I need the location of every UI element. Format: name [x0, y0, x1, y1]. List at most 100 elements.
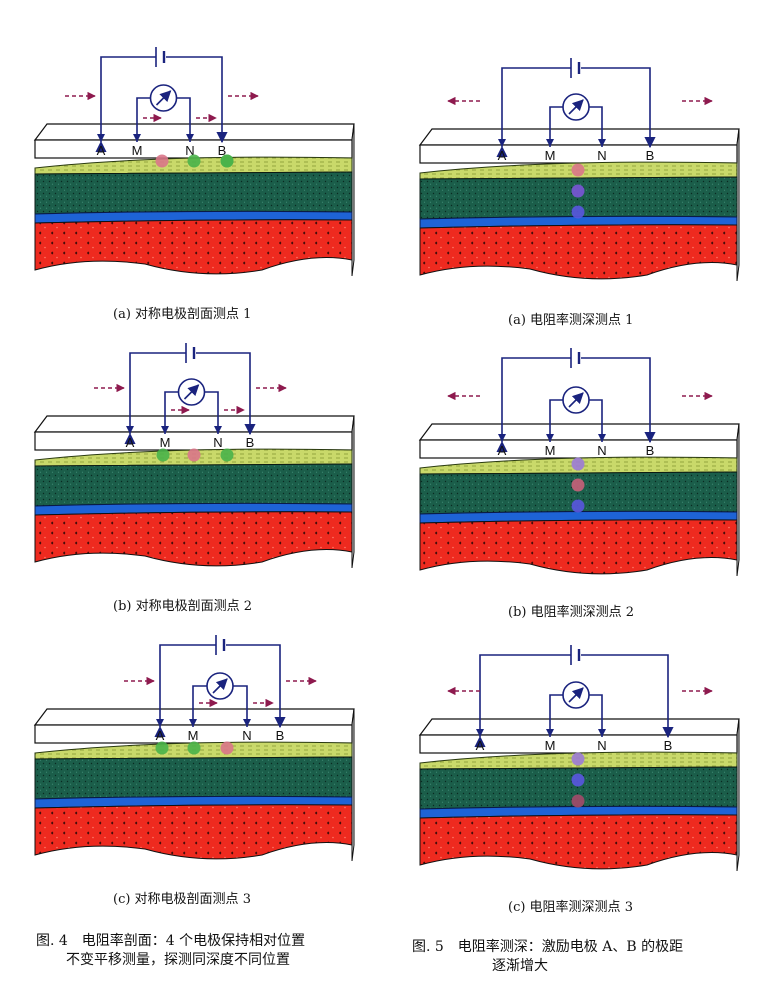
- electrode-M-arrow: [546, 434, 554, 442]
- meter-needle: [568, 687, 584, 703]
- electrode-N-arrow: [598, 434, 606, 442]
- wire-B: [581, 654, 674, 739]
- figure-caption-4: 图. 4 电阻率剖面：4 个电极保持相对位置 不变平移测量，探测同深度不同位置: [36, 932, 376, 970]
- soil-layer-red: [34, 804, 353, 860]
- electrode-N-arrow: [243, 719, 251, 727]
- measurement-point: [571, 457, 585, 471]
- wire-M: [549, 106, 563, 147]
- surface-strip: [419, 439, 738, 459]
- wire-N: [176, 97, 191, 142]
- measurement-point: [571, 205, 585, 219]
- surface-strip: [34, 431, 353, 451]
- wire-M: [192, 685, 207, 727]
- electrode-label-A: A: [498, 148, 507, 163]
- caption-left-b: (b) 对称电极剖面测点 2: [113, 599, 253, 614]
- surface-strip: [419, 144, 738, 164]
- electrode-label-B: B: [276, 728, 285, 743]
- wire-B: [166, 56, 228, 144]
- caption-left-c: (c) 对称电极剖面测点 3: [113, 892, 251, 907]
- wire-N: [589, 106, 603, 147]
- ground-top-face: [418, 718, 740, 736]
- electrode-label-N: N: [242, 728, 251, 743]
- figure-caption-4-line1: 图. 4 电阻率剖面：4 个电极保持相对位置: [36, 933, 306, 949]
- electrode-label-N: N: [597, 738, 606, 753]
- soil-layer-green: [34, 756, 353, 800]
- meter-needle: [212, 678, 228, 694]
- electrode-label-M: M: [132, 143, 143, 158]
- measurement-point: [156, 448, 170, 462]
- wire-A: [154, 644, 216, 738]
- wire-A: [124, 352, 186, 445]
- soil-layer-red: [419, 814, 738, 870]
- soil-layer-red: [419, 519, 738, 575]
- soil-layer-red: [419, 224, 738, 280]
- electrode-label-A: A: [156, 728, 165, 743]
- caption-left-a: (a) 对称电极剖面测点 1: [113, 307, 252, 322]
- measurement-point: [220, 741, 234, 755]
- electrode-label-B: B: [246, 435, 255, 450]
- electrode-label-A: A: [476, 738, 485, 753]
- electrode-N-arrow: [598, 139, 606, 147]
- wire-B: [226, 644, 286, 729]
- electrode-M-arrow: [546, 139, 554, 147]
- meter-needle: [568, 99, 584, 115]
- electrode-A-arrow: [126, 426, 134, 434]
- ground-top-face: [33, 123, 355, 141]
- ground-top-face: [418, 128, 740, 146]
- electrode-label-B: B: [646, 148, 655, 163]
- wire-B: [581, 357, 656, 444]
- wire-M: [549, 694, 563, 737]
- soil-layer-green: [34, 463, 353, 507]
- measurement-point: [571, 184, 585, 198]
- electrode-label-N: N: [213, 435, 222, 450]
- caption-right-c: (c) 电阻率测深测点 3: [508, 900, 633, 915]
- electrode-label-N: N: [185, 143, 194, 158]
- electrode-label-A: A: [126, 435, 135, 450]
- electrode-N-arrow: [598, 729, 606, 737]
- wire-A: [496, 357, 571, 453]
- measurement-point: [187, 154, 201, 168]
- caption-right-b: (b) 电阻率测深测点 2: [508, 605, 635, 620]
- wire-A: [474, 654, 571, 748]
- electrode-label-M: M: [545, 148, 556, 163]
- measurement-point: [155, 741, 169, 755]
- electrode-label-N: N: [597, 148, 606, 163]
- measurement-point: [571, 478, 585, 492]
- measurement-point: [187, 741, 201, 755]
- ground-top-face: [418, 423, 740, 441]
- soil-layer-red: [34, 219, 353, 275]
- figure-caption-5-line1: 图. 5 电阻率测深：激励电极 A、B 的极距: [412, 939, 684, 955]
- electrode-M-arrow: [133, 134, 141, 142]
- electrode-label-M: M: [188, 728, 199, 743]
- wire-B: [196, 352, 256, 436]
- electrode-label-B: B: [646, 443, 655, 458]
- measurement-point: [220, 448, 234, 462]
- electrode-N-arrow: [186, 134, 194, 142]
- soil-layer-green: [34, 171, 353, 215]
- electrode-A-arrow: [97, 134, 105, 142]
- wire-B: [581, 67, 656, 149]
- measurement-point: [571, 752, 585, 766]
- wire-A: [496, 67, 571, 158]
- electrode-label-M: M: [160, 435, 171, 450]
- surface-strip: [419, 734, 738, 754]
- measurement-point: [571, 163, 585, 177]
- electrode-label-M: M: [545, 443, 556, 458]
- electrode-A-arrow: [476, 729, 484, 737]
- figure-caption-4-line2: 不变平移测量，探测同深度不同位置: [66, 952, 290, 968]
- caption-right-a: (a) 电阻率测深测点 1: [508, 313, 634, 328]
- soil-layer-red: [34, 511, 353, 567]
- wire-M: [549, 399, 563, 442]
- measurement-point: [571, 773, 585, 787]
- electrode-label-B: B: [218, 143, 227, 158]
- electrode-M-arrow: [189, 719, 197, 727]
- electrode-label-B: B: [664, 738, 673, 753]
- wire-N: [589, 694, 603, 737]
- wire-N: [233, 685, 248, 727]
